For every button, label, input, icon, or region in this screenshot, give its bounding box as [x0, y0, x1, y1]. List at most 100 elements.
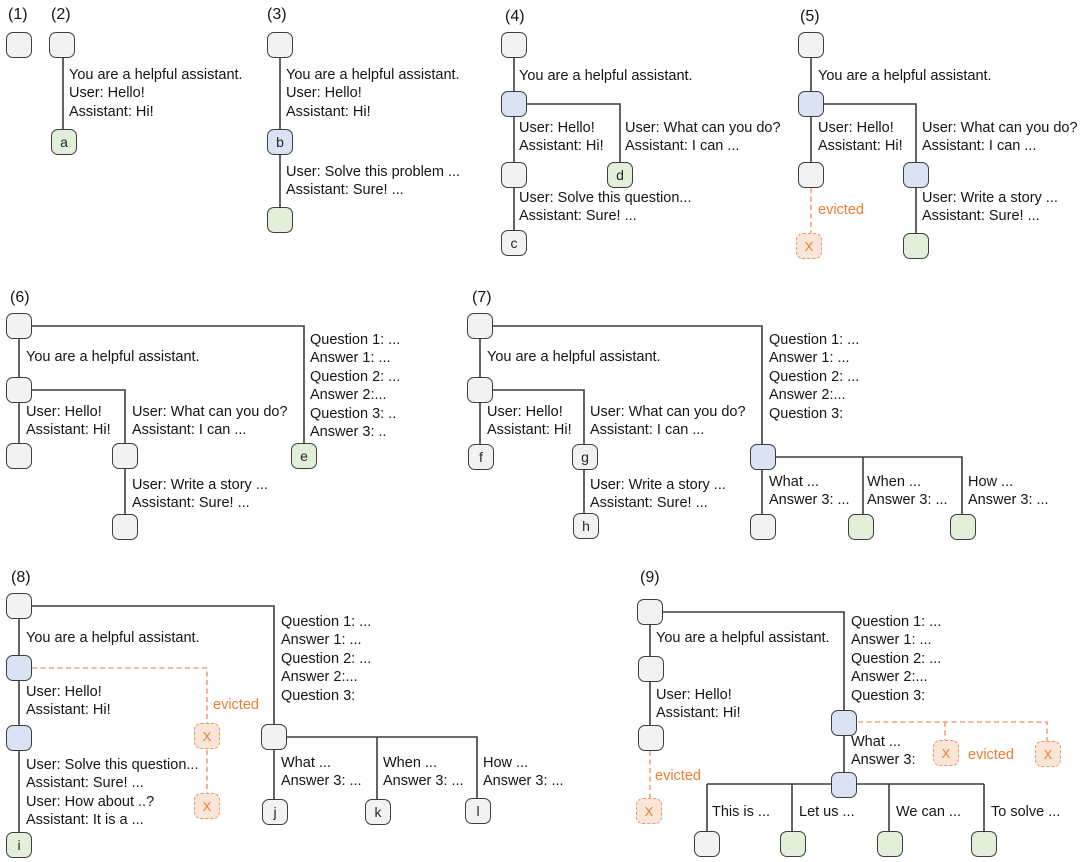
edge-line	[776, 456, 963, 514]
text-line: You are a helpful assistant.	[818, 68, 992, 84]
tree-node	[6, 377, 32, 403]
edge-line	[287, 736, 478, 798]
text-line: Answer 3: ...	[383, 773, 464, 790]
tree-node	[750, 514, 776, 540]
edge-text: User: Solve this problem ...Assistant: S…	[286, 163, 460, 200]
text-line: You are a helpful assistant.	[26, 349, 200, 365]
edge-text: How ...Answer 3: ...	[968, 473, 1049, 510]
text-line: Assistant: Hi!	[487, 422, 572, 439]
text-line: Assistant: Hi!	[656, 705, 741, 722]
edge-text: Question 1: ...Answer 1: ...Question 2: …	[310, 331, 400, 441]
tree-node	[798, 162, 824, 188]
edge-text: User: What can you do?Assistant: I can .…	[625, 119, 781, 156]
tree-node-b: b	[267, 129, 293, 155]
edge-line	[493, 325, 763, 444]
edge-text: What ...Answer 3: ...	[281, 754, 362, 791]
edge-text: User: What can you do?Assistant: I can .…	[132, 403, 288, 440]
text-line: Answer 3: ..	[310, 424, 387, 441]
text-line: Assistant: Hi!	[69, 103, 154, 120]
tree-node-a: a	[51, 129, 77, 155]
text-line: User: What can you do?	[590, 404, 746, 420]
evicted-label: evicted	[655, 767, 701, 785]
tree-node	[780, 831, 806, 857]
text-line: You are a helpful assistant.	[26, 630, 200, 646]
tree-node	[501, 162, 527, 188]
node-letter: h	[582, 518, 590, 534]
edge-text: User: Hello!Assistant: Hi!	[26, 683, 111, 720]
text-line: What ...	[769, 474, 819, 490]
text-line: What ...	[281, 755, 331, 771]
edge-text: User: What can you do? Assistant: I can .…	[922, 119, 1078, 156]
tree-node	[831, 772, 857, 798]
edge-text: Question 1: ...Answer 1: ...Question 2: …	[769, 331, 859, 423]
text-line: Answer 3:	[851, 752, 916, 769]
tree-node	[637, 599, 663, 625]
edge-text: When ...Answer 3: ...	[383, 754, 464, 791]
tree-node	[831, 710, 857, 736]
text-line: Question 2: ...	[851, 650, 942, 667]
text-line: Question 1: ...	[281, 614, 372, 630]
text-line: User: What can you do?	[132, 404, 288, 420]
text-line: Answer 1: ...	[851, 632, 932, 649]
tree-node-l: l	[465, 798, 491, 824]
text-line: User: Hello!	[286, 85, 362, 102]
text-line: evicted	[655, 768, 701, 784]
tree-node	[501, 32, 527, 58]
edge-text: User: Hello!Assistant: Hi!	[818, 119, 903, 156]
text-line: How ...	[483, 755, 529, 771]
tree-node	[971, 831, 997, 857]
text-line: User: Hello!	[656, 687, 732, 703]
text-line: Answer 2:...	[769, 387, 846, 404]
tree-node	[798, 32, 824, 58]
text-line: Assistant: Hi!	[286, 103, 371, 120]
edge-text: What ...Answer 3:	[851, 733, 915, 770]
tree-node	[848, 514, 874, 540]
text-line: Answer 3: ...	[769, 492, 850, 509]
text-line: We can ...	[896, 804, 962, 820]
edge-text: You are a helpful assistant.	[26, 348, 200, 366]
diagram-label: (2)	[51, 6, 71, 23]
node-letter: d	[616, 167, 624, 183]
evicted-label: evicted	[213, 696, 259, 714]
text-line: User: What can you do?	[922, 120, 1078, 136]
diagram-label: (6)	[10, 289, 30, 306]
tree-node	[638, 725, 664, 751]
text-line: Answer 3: ...	[968, 492, 1049, 509]
text-line: Question 2: ...	[310, 368, 401, 385]
text-line: User: Hello!	[26, 404, 102, 420]
tree-node-h: h	[573, 513, 599, 539]
text-line: You are a helpful assistant.	[69, 67, 243, 83]
node-letter: c	[510, 235, 518, 251]
tree-node	[6, 725, 32, 751]
tree-node	[694, 831, 720, 857]
node-letter: b	[276, 134, 284, 150]
text-line: Question 3:	[281, 687, 356, 704]
text-line: You are a helpful assistant.	[487, 349, 661, 365]
edge-text: User: Write a story ...Assistant: Sure! …	[590, 476, 726, 513]
diagram-label: (8)	[11, 569, 31, 586]
text-line: Assistant: Sure! ...	[590, 495, 708, 512]
text-line: Answer 3: ...	[867, 492, 948, 509]
tree-node-g: g	[572, 444, 598, 470]
edge-text: You are a helpful assistant.User: Hello!…	[69, 66, 243, 121]
edge-text: User: Write a story ...Assistant: Sure! …	[922, 189, 1058, 226]
text-line: evicted	[818, 202, 864, 218]
text-line: User: Solve this question...	[26, 757, 199, 773]
tree-node	[501, 91, 527, 117]
text-line: Assistant: Sure! ...	[286, 182, 404, 199]
diagram-label: (7)	[472, 289, 492, 306]
tree-node	[903, 162, 929, 188]
text-line: Question 2: ...	[281, 650, 372, 667]
tree-node	[798, 91, 824, 117]
tree-node-d: d	[607, 162, 633, 188]
tree-node	[903, 233, 929, 259]
text-line: Assistant: I can ...	[922, 138, 1037, 155]
tree-node	[638, 656, 664, 682]
evicted-node: X	[933, 740, 959, 766]
node-letter: X	[644, 803, 654, 819]
evicted-node: X	[194, 723, 220, 749]
edge-text: User: Hello!Assistant: Hi!	[487, 403, 572, 440]
edge-text: User: What can you do?Assistant: I can .…	[590, 403, 746, 440]
edge-text: What ... Answer 3: ...	[769, 473, 850, 510]
